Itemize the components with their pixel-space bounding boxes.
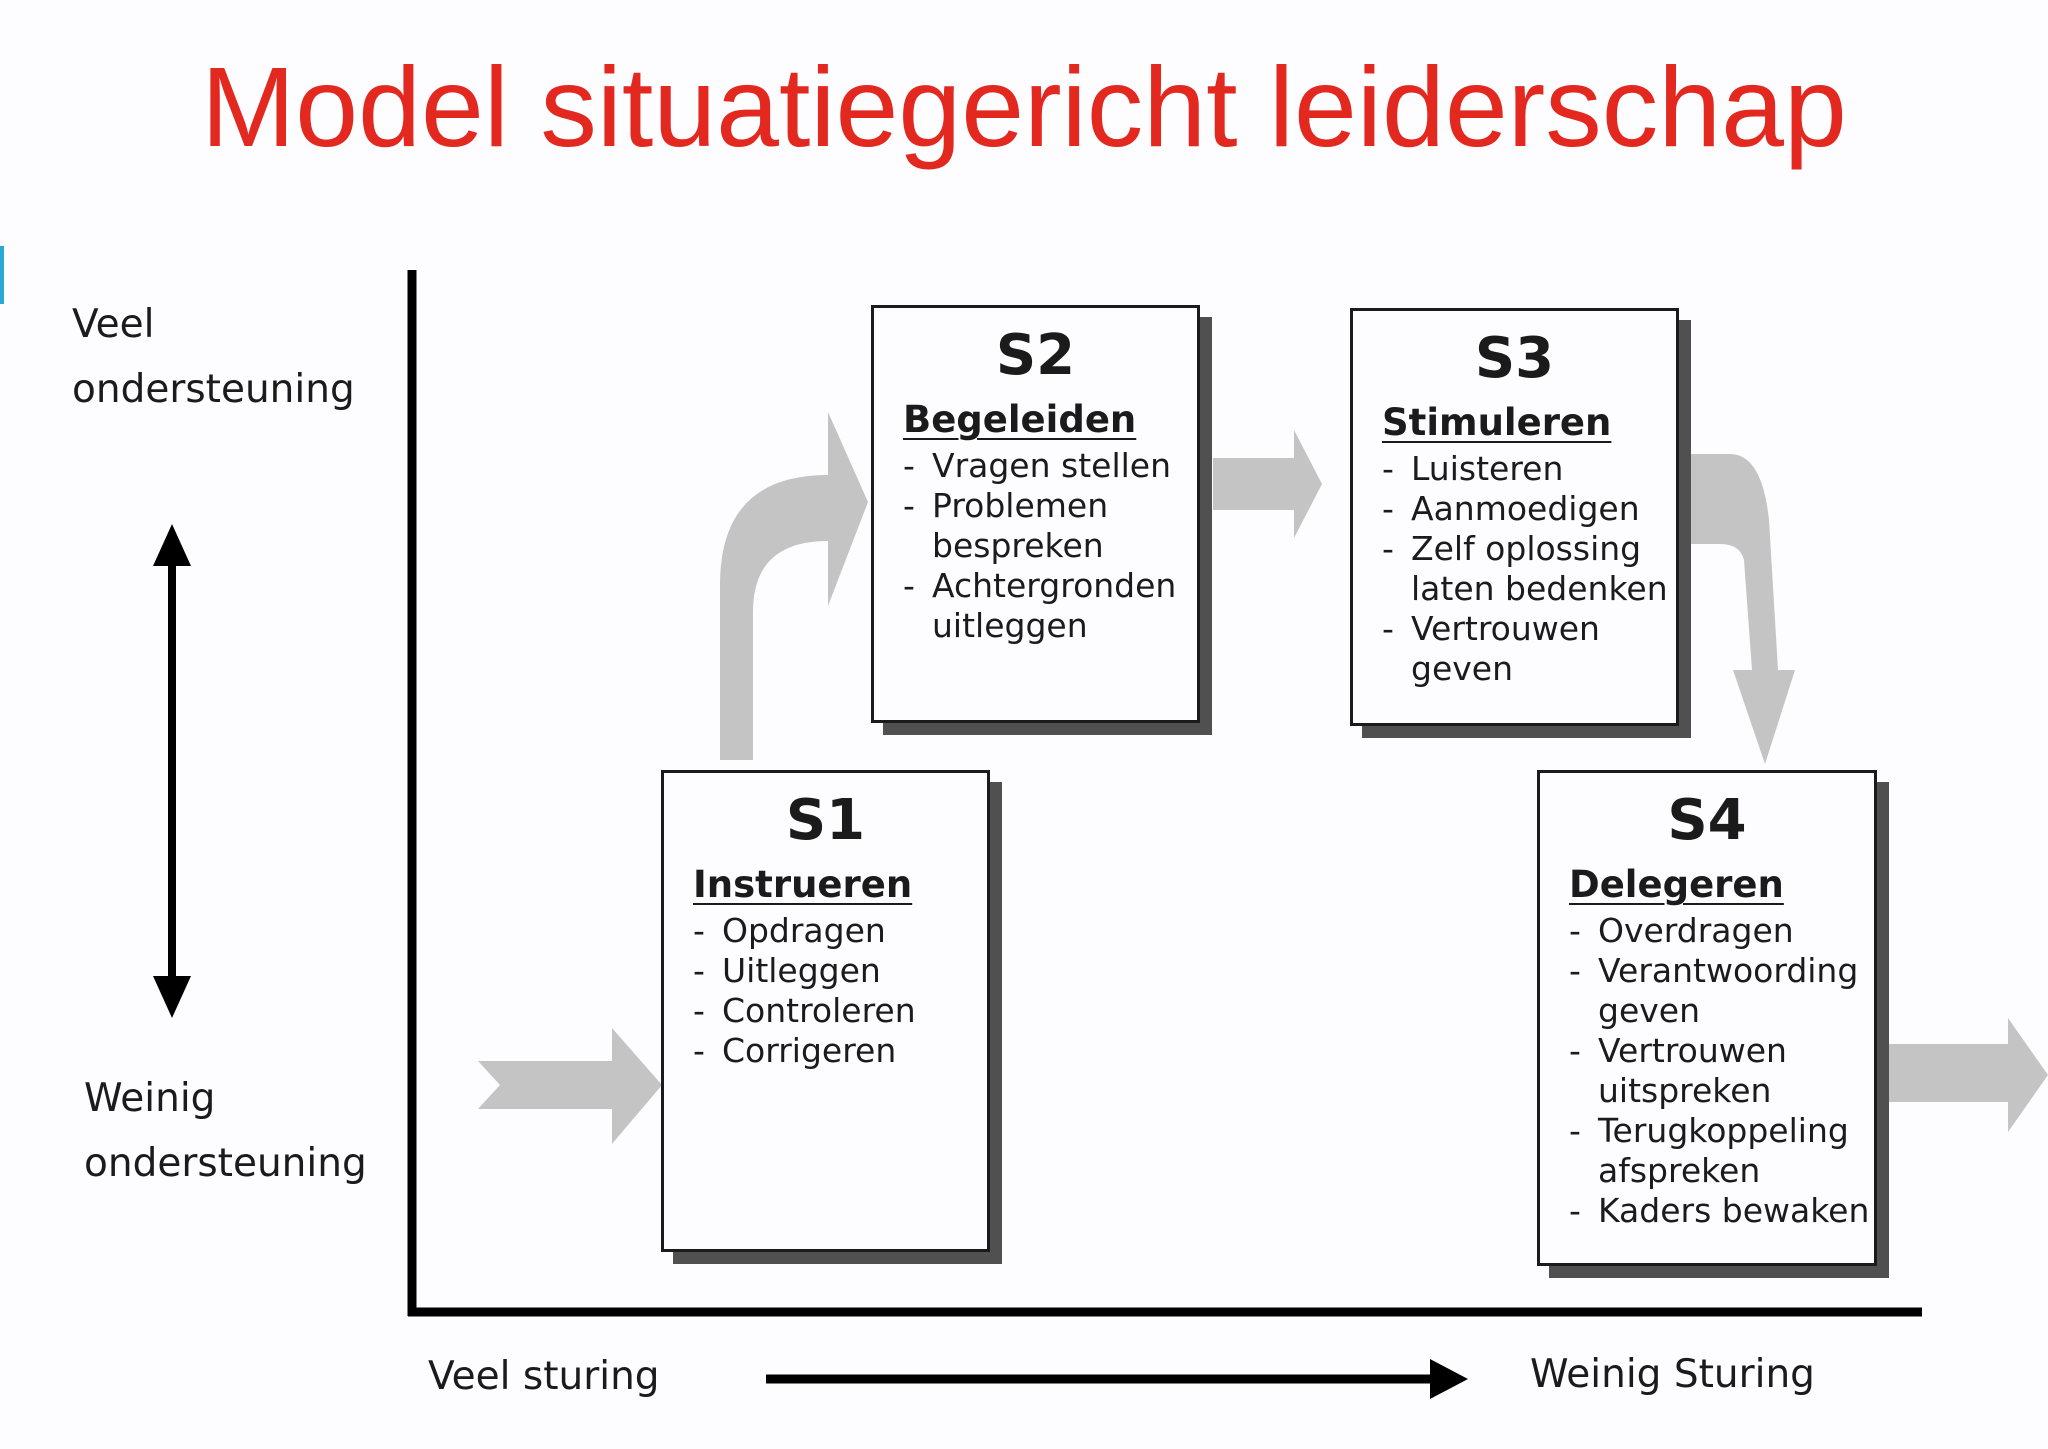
flow-arrow-out	[1888, 1018, 2048, 1132]
box-heading: Instrueren	[693, 863, 913, 906]
box-s4: S4 Delegeren Overdragen Verantwoording g…	[1537, 770, 1877, 1266]
list-item: Terugkoppeling afspreken	[1569, 1111, 1869, 1191]
flow-arrow-in	[478, 1028, 662, 1144]
slide-accent-bar	[0, 246, 4, 304]
box-heading: Stimuleren	[1382, 401, 1612, 444]
box-code: S2	[995, 323, 1076, 388]
list-item: Vragen stellen	[903, 446, 1176, 486]
axis-label-low-support: Weinig ondersteuning	[84, 1076, 367, 1186]
list-item: Corrigeren	[693, 1031, 916, 1071]
support-double-arrow	[153, 524, 191, 1018]
box-list: Overdragen Verantwoording geven Vertrouw…	[1569, 911, 1869, 1231]
list-item: Problemen bespreken	[903, 486, 1176, 566]
axis-label-low-steering: Weinig Sturing	[1530, 1352, 1815, 1397]
list-item: Overdragen	[1569, 911, 1869, 951]
list-item: Achtergronden uitleggen	[903, 566, 1176, 646]
list-item: Vertrouwen geven	[1382, 609, 1668, 689]
axis-label-high-steering: Veel sturing	[428, 1354, 660, 1399]
list-item: Controleren	[693, 991, 916, 1031]
axis-label-high-support: Veel ondersteuning	[72, 302, 355, 412]
box-heading: Delegeren	[1569, 863, 1784, 906]
list-item: Opdragen	[693, 911, 916, 951]
box-s3: S3 Stimuleren Luisteren Aanmoedigen Zelf…	[1350, 308, 1679, 726]
list-item: Aanmoedigen	[1382, 489, 1668, 529]
list-item: Verantwoording geven	[1569, 951, 1869, 1031]
box-code: S3	[1474, 326, 1555, 391]
page-title: Model situatiegericht leiderschap	[201, 44, 1847, 170]
box-s1: S1 Instrueren Opdragen Uitleggen Control…	[661, 770, 990, 1252]
box-list: Opdragen Uitleggen Controleren Corrigere…	[693, 911, 916, 1071]
list-item: Zelf oplossing laten bedenken	[1382, 529, 1668, 609]
box-list: Vragen stellen Problemen bespreken Achte…	[903, 446, 1176, 646]
list-item: Kaders bewaken	[1569, 1191, 1869, 1231]
box-list: Luisteren Aanmoedigen Zelf oplossing lat…	[1382, 449, 1668, 689]
flow-arrow-s1-s2	[720, 412, 868, 760]
box-code: S1	[785, 788, 866, 853]
flow-arrow-s2-s3	[1213, 430, 1322, 538]
flow-arrow-s3-s4	[1684, 454, 1795, 764]
list-item: Uitleggen	[693, 951, 916, 991]
list-item: Vertrouwen uitspreken	[1569, 1031, 1869, 1111]
steering-arrow	[766, 1359, 1468, 1399]
box-s2: S2 Begeleiden Vragen stellen Problemen b…	[871, 305, 1200, 723]
box-heading: Begeleiden	[903, 398, 1137, 441]
box-code: S4	[1667, 788, 1747, 853]
list-item: Luisteren	[1382, 449, 1668, 489]
